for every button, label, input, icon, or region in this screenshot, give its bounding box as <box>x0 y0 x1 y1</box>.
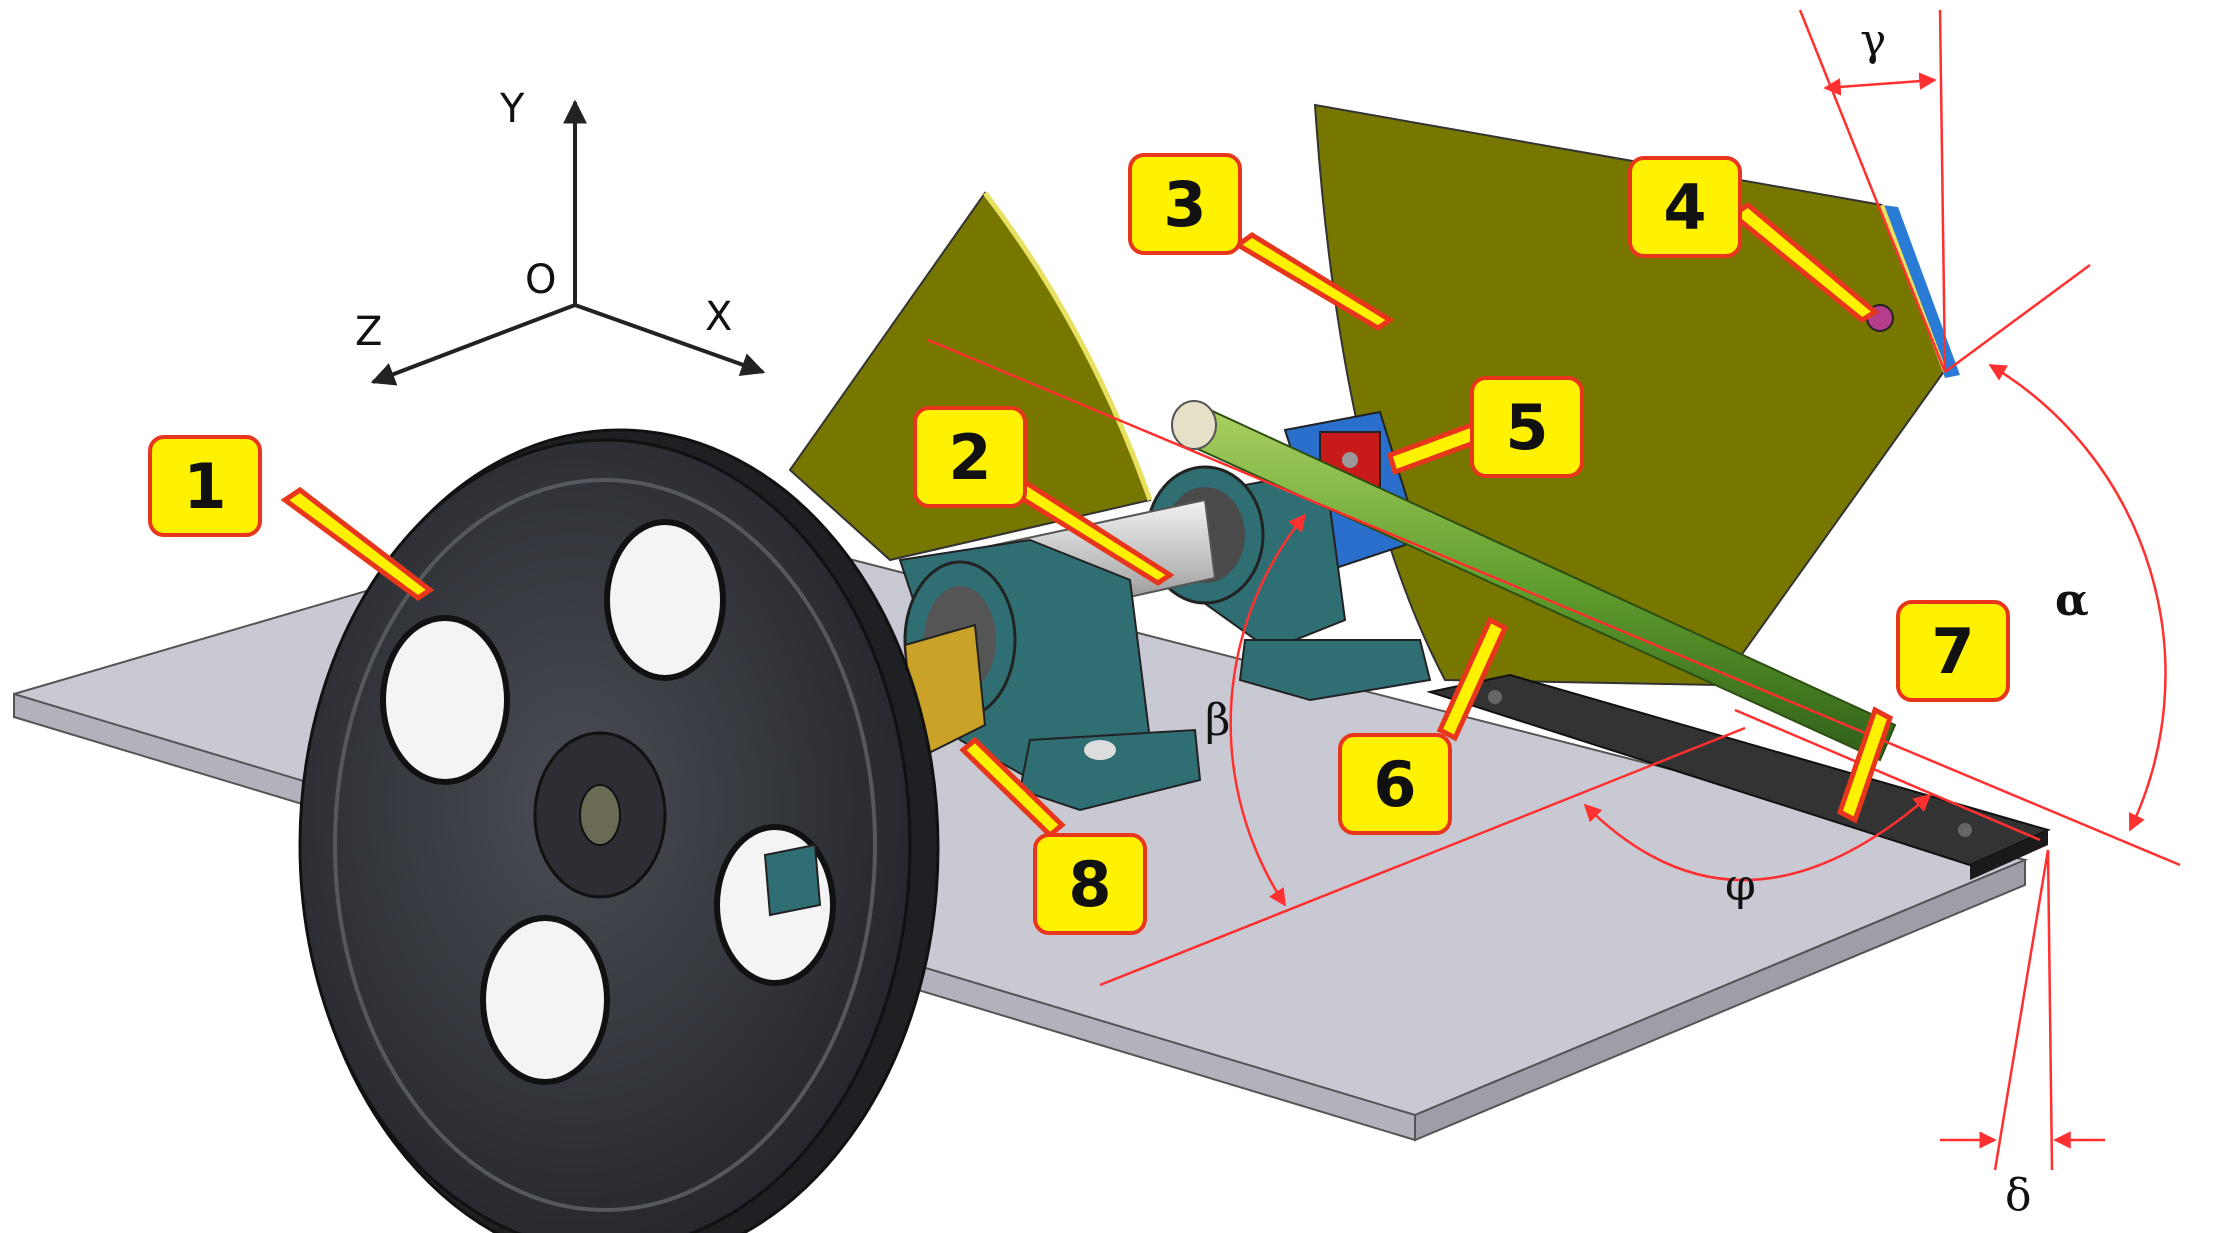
leader-3 <box>1233 232 1395 331</box>
callout-8: 8 <box>1033 833 1147 935</box>
callout-1-label: 1 <box>183 450 226 523</box>
callout-5: 5 <box>1470 376 1584 478</box>
origin-label: O <box>525 257 556 303</box>
callout-leaders <box>280 201 1894 839</box>
angle-labels: α β γ δ φ <box>1205 15 2089 1221</box>
callout-6-label: 6 <box>1373 748 1416 821</box>
blade-edge-line <box>1944 263 2091 374</box>
callout-4-label: 4 <box>1663 171 1706 244</box>
angle-annotations <box>927 9 2181 1171</box>
gamma-line-a <box>1798 9 1947 373</box>
gamma-label: γ <box>1860 15 1886 66</box>
leader-7 <box>1836 706 1894 824</box>
coordinate-axes: Y O Z X <box>355 86 766 386</box>
z-axis-label: Z <box>355 309 382 355</box>
callout-2: 2 <box>913 406 1027 508</box>
z-axis-line <box>370 303 576 386</box>
leader-6 <box>1436 616 1509 742</box>
left-blade <box>788 191 1153 562</box>
callout-3-label: 3 <box>1163 168 1206 241</box>
delta-label: δ <box>2005 1170 2032 1221</box>
beta-label: β <box>1205 695 1230 746</box>
y-axis-label: Y <box>499 86 525 132</box>
callout-4: 4 <box>1628 156 1742 258</box>
stalk-axis-line <box>1099 726 1746 987</box>
callout-5-label: 5 <box>1505 391 1548 464</box>
delta-line-a <box>1993 849 2050 1171</box>
callout-6: 6 <box>1338 733 1452 835</box>
alpha-label: α <box>2055 575 2089 626</box>
callout-7: 7 <box>1896 600 2010 702</box>
leader-4 <box>1728 201 1880 324</box>
callout-3: 3 <box>1128 153 1242 255</box>
pulley-wheel <box>298 428 940 1233</box>
leader-1 <box>280 486 435 602</box>
cutting-plane-line <box>927 338 2181 867</box>
gamma-arrow <box>1823 72 1937 96</box>
phi-arc <box>1583 793 1932 882</box>
plant-stalk <box>1171 400 1897 762</box>
x-axis-label: X <box>705 294 732 340</box>
callout-2-label: 2 <box>948 421 991 494</box>
leader-8 <box>959 736 1066 839</box>
callout-7-label: 7 <box>1931 615 1974 688</box>
beta-arc <box>1229 513 1307 907</box>
gamma-line-b <box>1938 9 1947 373</box>
x-axis-line <box>574 303 766 377</box>
alpha-arc <box>1988 363 2167 832</box>
callout-1: 1 <box>148 435 262 537</box>
delta-line-b <box>2046 849 2054 1171</box>
callout-8-label: 8 <box>1068 848 1111 921</box>
phi-label: φ <box>1725 860 1756 911</box>
